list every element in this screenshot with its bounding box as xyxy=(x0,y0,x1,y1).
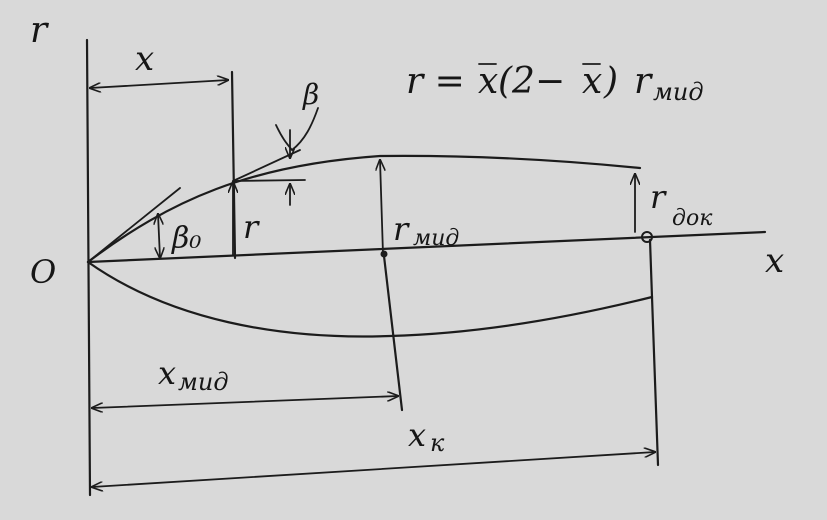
lower-contour xyxy=(86,260,654,338)
x-k-dimension-arrow xyxy=(92,452,655,487)
x-k-subscript: к xyxy=(430,429,445,457)
r-mid-arrow xyxy=(380,160,383,255)
origin-label: O xyxy=(30,253,56,291)
formula-r: r xyxy=(634,61,653,102)
x-dimension-label: x xyxy=(135,39,154,79)
beta0-tangent xyxy=(87,187,181,263)
stern-point xyxy=(641,231,653,243)
formula-subscript: мид xyxy=(653,78,704,106)
formula-lhs: r = xyxy=(406,61,465,102)
r-local-label: r xyxy=(243,208,260,246)
beta-horizontal xyxy=(232,179,306,182)
mid-point xyxy=(380,250,388,258)
formula-mid: (2− xyxy=(498,61,565,102)
x-dimension-arrow xyxy=(90,80,228,88)
x-mid-subscript: мид xyxy=(178,368,229,396)
beta0-label: β₀ xyxy=(171,221,201,256)
x-mid-extension xyxy=(382,254,404,412)
stern-line xyxy=(648,238,654,299)
x-k-label: x xyxy=(408,416,426,454)
r-stern-label: r xyxy=(650,178,667,216)
formula-x2: x xyxy=(582,61,602,102)
x-extension-line xyxy=(230,70,237,260)
r-mid-subscript: мид xyxy=(413,226,459,251)
upper-contour xyxy=(86,154,642,264)
x-k-extension xyxy=(650,295,660,467)
beta-label: β xyxy=(302,78,319,111)
formula-x1: x xyxy=(478,61,498,102)
x-mid-dimension-arrow xyxy=(92,396,398,408)
beta-arc xyxy=(275,124,293,151)
x-mid-label: x xyxy=(158,354,176,392)
r-mid-label: r xyxy=(393,210,410,248)
beta-leader xyxy=(291,107,319,151)
x-axis-label: x xyxy=(765,241,784,281)
r-stern-subscript: док xyxy=(672,206,713,231)
formula-close: ) xyxy=(603,61,618,102)
r-axis-label: r xyxy=(30,10,49,51)
formula: r = x (2− x ) r мид xyxy=(406,61,704,106)
beta0-arc-arrow xyxy=(158,214,160,258)
r-axis-line xyxy=(85,38,92,497)
